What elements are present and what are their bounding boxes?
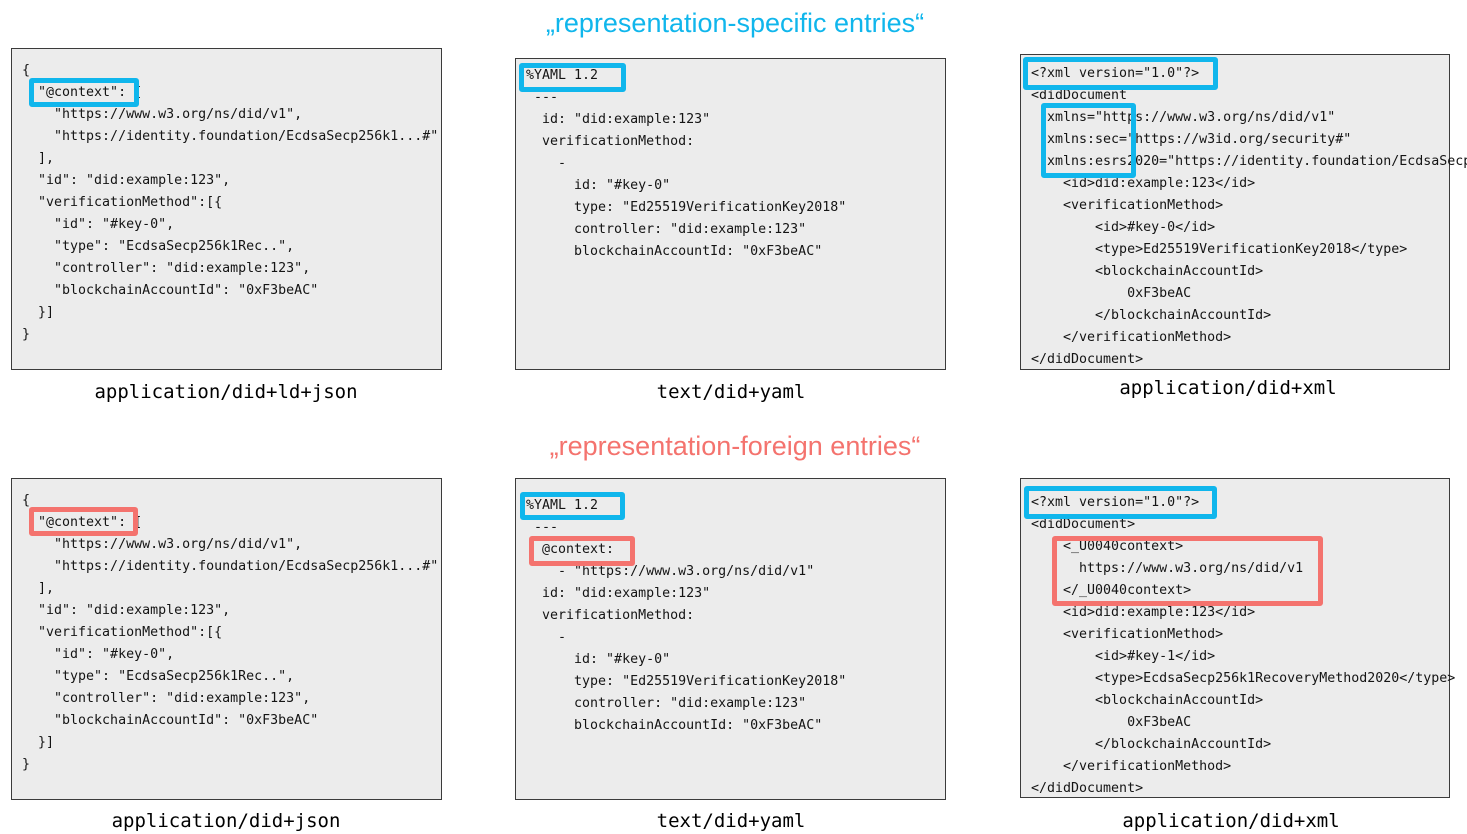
code-box-did-yaml-foreign: %YAML 1.2 --- @context: - "https://www.w…: [515, 478, 946, 800]
code-content-did-xml-specific: <?xml version="1.0"?> <didDocument xmlns…: [1031, 66, 1467, 367]
mime-type-label-did-yaml-specific: text/did+yaml: [656, 381, 806, 403]
heading-representation-foreign: „representation-foreign entries“: [549, 431, 921, 461]
code-box-did-xml-foreign: <?xml version="1.0"?> <didDocument> <_U0…: [1020, 478, 1456, 798]
code-box-did-yaml-specific: %YAML 1.2 --- id: "did:example:123" veri…: [515, 58, 946, 370]
code-content-did-yaml-foreign: %YAML 1.2 --- @context: - "https://www.w…: [526, 498, 847, 733]
code-content-did-ld-json: { "@context": [ "https://www.w3.org/ns/d…: [22, 63, 439, 342]
code-box-did-ld-json: { "@context": [ "https://www.w3.org/ns/d…: [11, 48, 442, 370]
code-box-did-xml-specific: <?xml version="1.0"?> <didDocument xmlns…: [1020, 54, 1467, 370]
mime-type-label-did-xml-foreign: application/did+xml: [1122, 810, 1340, 832]
heading-representation-specific: „representation-specific entries“: [545, 8, 925, 38]
code-content-did-json: { "@context": [ "https://www.w3.org/ns/d…: [22, 493, 439, 772]
code-content-did-xml-foreign: <?xml version="1.0"?> <didDocument> <_U0…: [1031, 495, 1456, 796]
mime-type-label-did-json: application/did+json: [111, 810, 341, 832]
mime-type-label-did-xml-specific: application/did+xml: [1119, 377, 1337, 399]
mime-type-label-did-ld-json: application/did+ld+json: [94, 381, 358, 403]
code-box-did-json: { "@context": [ "https://www.w3.org/ns/d…: [11, 478, 442, 800]
mime-type-label-did-yaml-foreign: text/did+yaml: [656, 810, 806, 832]
code-content-did-yaml-specific: %YAML 1.2 --- id: "did:example:123" veri…: [526, 68, 847, 259]
